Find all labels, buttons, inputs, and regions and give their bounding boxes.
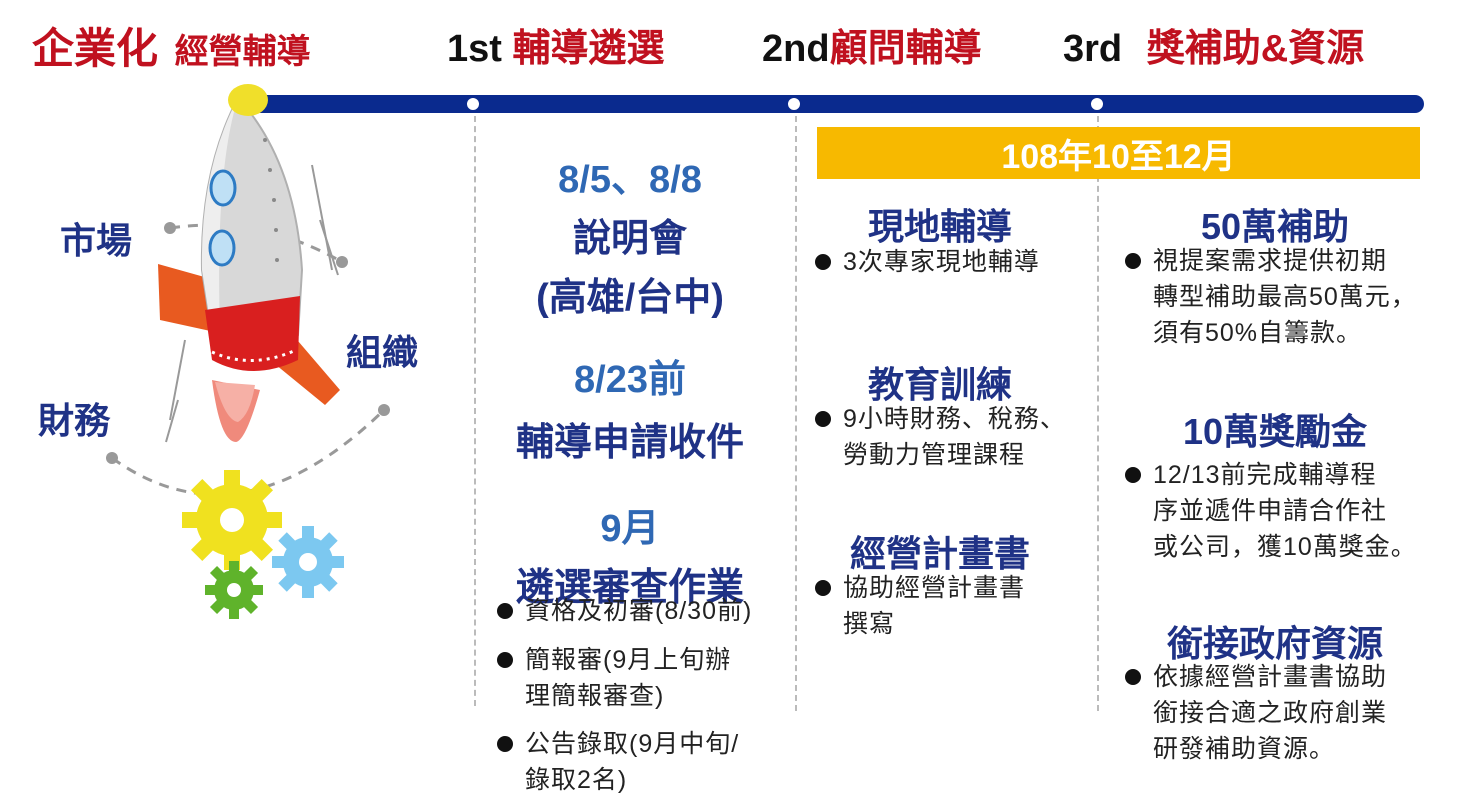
col2-s1-title: 現地輔導 [867, 206, 1012, 247]
phase0-title-b: 經營輔導 [174, 33, 311, 71]
bullet-icon [1125, 253, 1141, 269]
col1-s1-line1: 說明會 [572, 218, 687, 260]
col3-bullet-3-text: 依據經營計畫書協助 銜接合適之政府創業 研發補助資源。 [1153, 663, 1388, 763]
timeline-node-1 [465, 96, 481, 112]
bullet-icon [815, 254, 831, 270]
col1-s3-line1: 遴選審查作業 [515, 567, 744, 609]
divider-1 [474, 116, 476, 706]
col1-bullet-2: 簡報審(9月上旬辦 理簡報審查) [497, 642, 787, 714]
col2-bullet-1-text: 3次專家現地輔導 [843, 248, 1040, 276]
col1-bullet-1: 資格及初審(8/30前) [497, 593, 787, 629]
phase0-title-a: 企業化 [32, 25, 159, 72]
phase1-title: 1st 輔導遴選 [447, 30, 665, 68]
divider-2 [795, 116, 797, 711]
col1-bullet-1-text: 資格及初審(8/30前) [525, 597, 753, 625]
bullet-icon [1125, 669, 1141, 685]
bullet-icon [1125, 467, 1141, 483]
col1-s2-line1: 輔導申請收件 [515, 422, 744, 464]
phase1-name: 輔導遴選 [512, 28, 665, 70]
phase2-title: 2nd顧問輔導 [762, 30, 982, 68]
col3-bullet-2: 12/13前完成輔導程 序並遞件申請合作社 或公司，獲10萬獎金。 [1125, 457, 1465, 565]
bullet-icon [497, 603, 513, 619]
phase1-num: 1st [447, 28, 502, 70]
col1-bullet-3-text: 公告錄取(9月中旬/ 錄取2名) [525, 730, 740, 794]
phase3-name: 獎補助&資源 [1146, 28, 1365, 70]
col3-s2-title: 10萬獎勵金 [1182, 411, 1368, 452]
col2-s3-title: 經營計畫書 [849, 533, 1030, 574]
col1-section2: 8/23前 輔導申請收件 [480, 348, 780, 466]
col1-section3: 9月 遴選審查作業 [480, 497, 780, 611]
col1-bullet-2-text: 簡報審(9月上旬辦 理簡報審查) [525, 646, 732, 710]
col1-s1-date: 8/5、8/8 [558, 159, 702, 201]
timeline-node-3 [1089, 96, 1105, 112]
label-finance: 財務 [38, 400, 111, 441]
col2-s2-title: 教育訓練 [867, 364, 1012, 405]
bullet-icon [497, 736, 513, 752]
rocket-illustration [106, 84, 390, 619]
label-market: 市場 [60, 220, 133, 261]
col3-bullet-1: 視提案需求提供初期 轉型補助最高50萬元， 須有50%自籌款。 [1125, 243, 1465, 351]
col3-bullet-3: 依據經營計畫書協助 銜接合適之政府創業 研發補助資源。 [1125, 659, 1465, 767]
bullet-icon [815, 580, 831, 596]
col1-s3-date: 9月 [600, 508, 660, 550]
col1-section1: 8/5、8/8 說明會 (高雄/台中) [480, 148, 780, 321]
col3-s1-title: 50萬補助 [1200, 206, 1350, 247]
col2-bullet-3-text: 協助經營計畫書 撰寫 [843, 574, 1026, 638]
phase0-title: 企業化 經營輔導 [32, 28, 311, 70]
col2-bullet-1: 3次專家現地輔導 [815, 244, 1095, 280]
timeline-node-2 [786, 96, 802, 112]
bullet-icon [497, 652, 513, 668]
col2-bullet-2: 9小時財務、稅務、 勞動力管理課程 [815, 401, 1100, 473]
col2-bullet-2-text: 9小時財務、稅務、 勞動力管理課程 [843, 405, 1066, 469]
col1-s1-line2: (高雄/台中) [536, 277, 724, 319]
col3-s3-title: 銜接政府資源 [1166, 623, 1383, 664]
col3-bullet-2-text: 12/13前完成輔導程 序並遞件申請合作社 或公司，獲10萬獎金。 [1153, 461, 1417, 561]
col2-bullet-3: 協助經營計畫書 撰寫 [815, 570, 1095, 642]
bullet-icon [815, 411, 831, 427]
period-banner: 108年10至12月 [817, 127, 1420, 179]
phase2-name: 顧問輔導 [829, 28, 982, 70]
phase3-num: 3rd [1063, 28, 1123, 70]
label-organization: 組織 [346, 332, 419, 373]
timeline-bar [250, 95, 1424, 113]
col3-bullet-1-text: 視提案需求提供初期 轉型補助最高50萬元， 須有50%自籌款。 [1153, 247, 1417, 347]
phase2-num: 2nd [762, 28, 830, 70]
col1-s2-date: 8/23前 [574, 359, 686, 401]
divider-3 [1097, 116, 1099, 711]
col1-bullet-3: 公告錄取(9月中旬/ 錄取2名) [497, 726, 787, 798]
phase3-title: 3rd 獎補助&資源 [1063, 30, 1364, 68]
